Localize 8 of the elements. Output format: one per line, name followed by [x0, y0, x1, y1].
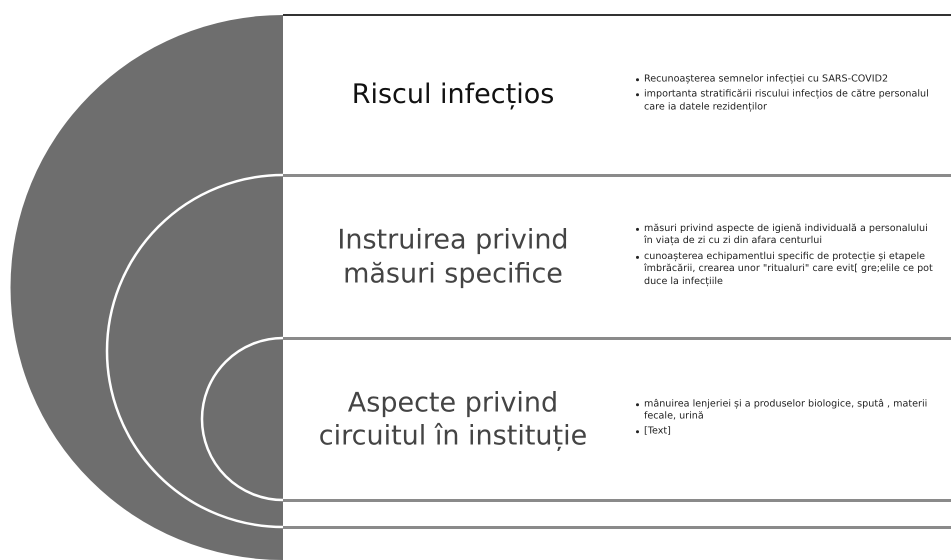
bullet-text: [Text]	[644, 426, 672, 438]
topic-heading: Instruirea privind măsuri specifice	[336, 223, 570, 291]
bullet-text: mânuirea lenjeriei și a produselor biologice, sputâ , materii fecale, urină	[644, 398, 928, 423]
bullet-text: importanta stratificării riscului infecțios de către personalul care ia datele rezidenților	[644, 88, 930, 114]
bullet-text: Recunoașterea semnelor infecției cu SARS-COVID2	[644, 73, 890, 86]
topic-heading: Riscul infecțios	[350, 78, 556, 112]
topic-heading: Aspecte privind circuitul în instituție	[318, 386, 588, 454]
bullet-text: cunoașterea echipamentlui specific de protecție și etapele îmbrăcării, crearea unor "ritualuri" care evit[ gre;elile ce pot duce la infecțiile	[644, 250, 934, 288]
